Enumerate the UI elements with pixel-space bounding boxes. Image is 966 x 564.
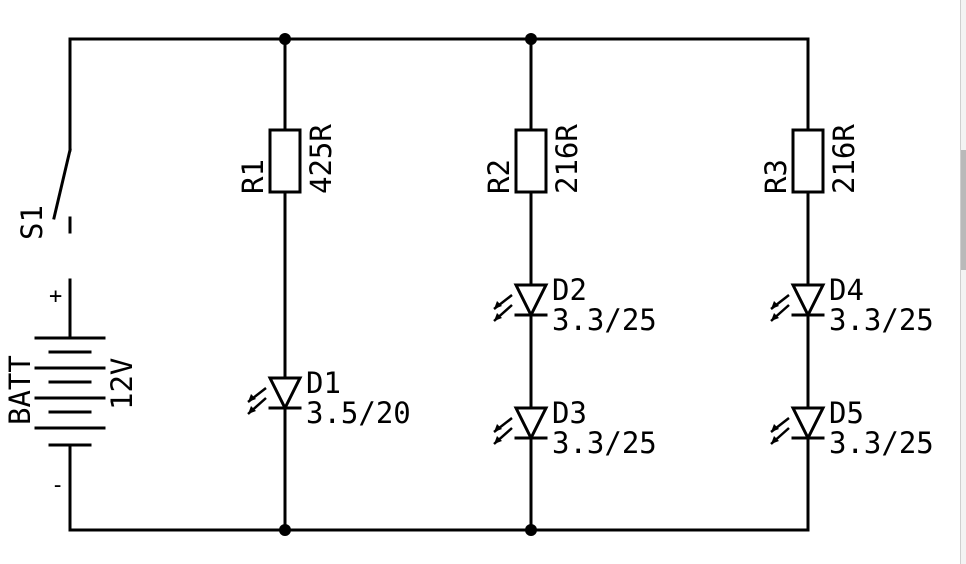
junction-dot (279, 524, 291, 536)
battery-cells (34, 336, 106, 447)
led-d3-body (513, 406, 549, 442)
led-d5-value: 3.3/25 (829, 426, 934, 460)
switch-s1-label: S1 (15, 205, 49, 240)
battery-ref-label: BATT (3, 355, 37, 425)
junction-dot (525, 33, 537, 45)
battery-voltage-label: 12V (105, 358, 139, 410)
led-d3-arrows (493, 417, 513, 445)
led-d4-ref: D4 (829, 273, 864, 307)
resistor-r1-ref: R1 (236, 159, 270, 194)
resistor-r2-value: 216R (550, 124, 584, 194)
led-d4-value: 3.3/25 (829, 303, 934, 337)
led-d1-arrows (247, 387, 267, 415)
led-d5-arrows (770, 417, 790, 445)
led-d4-body (790, 283, 826, 319)
resistor-r2-body (514, 128, 548, 194)
led-d5-body (790, 406, 826, 442)
resistor-r3-value: 216R (827, 124, 861, 194)
led-d2-ref: D2 (552, 273, 587, 307)
led-d1-value: 3.5/20 (306, 396, 411, 430)
led-d2-body (513, 283, 549, 319)
vertical-scrollbar[interactable] (960, 0, 966, 564)
led-d1-ref: D1 (306, 366, 341, 400)
battery-minus-label: - (51, 473, 64, 498)
scrollbar-thumb[interactable] (961, 150, 966, 270)
battery-plus-label: + (49, 284, 62, 309)
resistor-r1-value: 425R (304, 124, 338, 194)
junction-dot (279, 33, 291, 45)
branch-3 (770, 37, 826, 532)
junction-dot (525, 524, 537, 536)
led-d3-ref: D3 (552, 396, 587, 430)
led-d5-ref: D5 (829, 396, 864, 430)
resistor-r1-body (268, 128, 302, 194)
led-d1-body (267, 376, 303, 412)
branch-2 (493, 37, 549, 532)
resistor-r3-body (791, 128, 825, 194)
led-d4-arrows (770, 294, 790, 322)
led-d3-value: 3.3/25 (552, 426, 657, 460)
resistor-r3-ref: R3 (759, 159, 793, 194)
switch-s1-lever (52, 148, 72, 220)
branch-1 (247, 37, 303, 532)
resistor-r2-ref: R2 (482, 159, 516, 194)
led-d2-value: 3.3/25 (552, 303, 657, 337)
led-d2-arrows (493, 294, 513, 322)
battery-switch-branch (34, 37, 106, 532)
